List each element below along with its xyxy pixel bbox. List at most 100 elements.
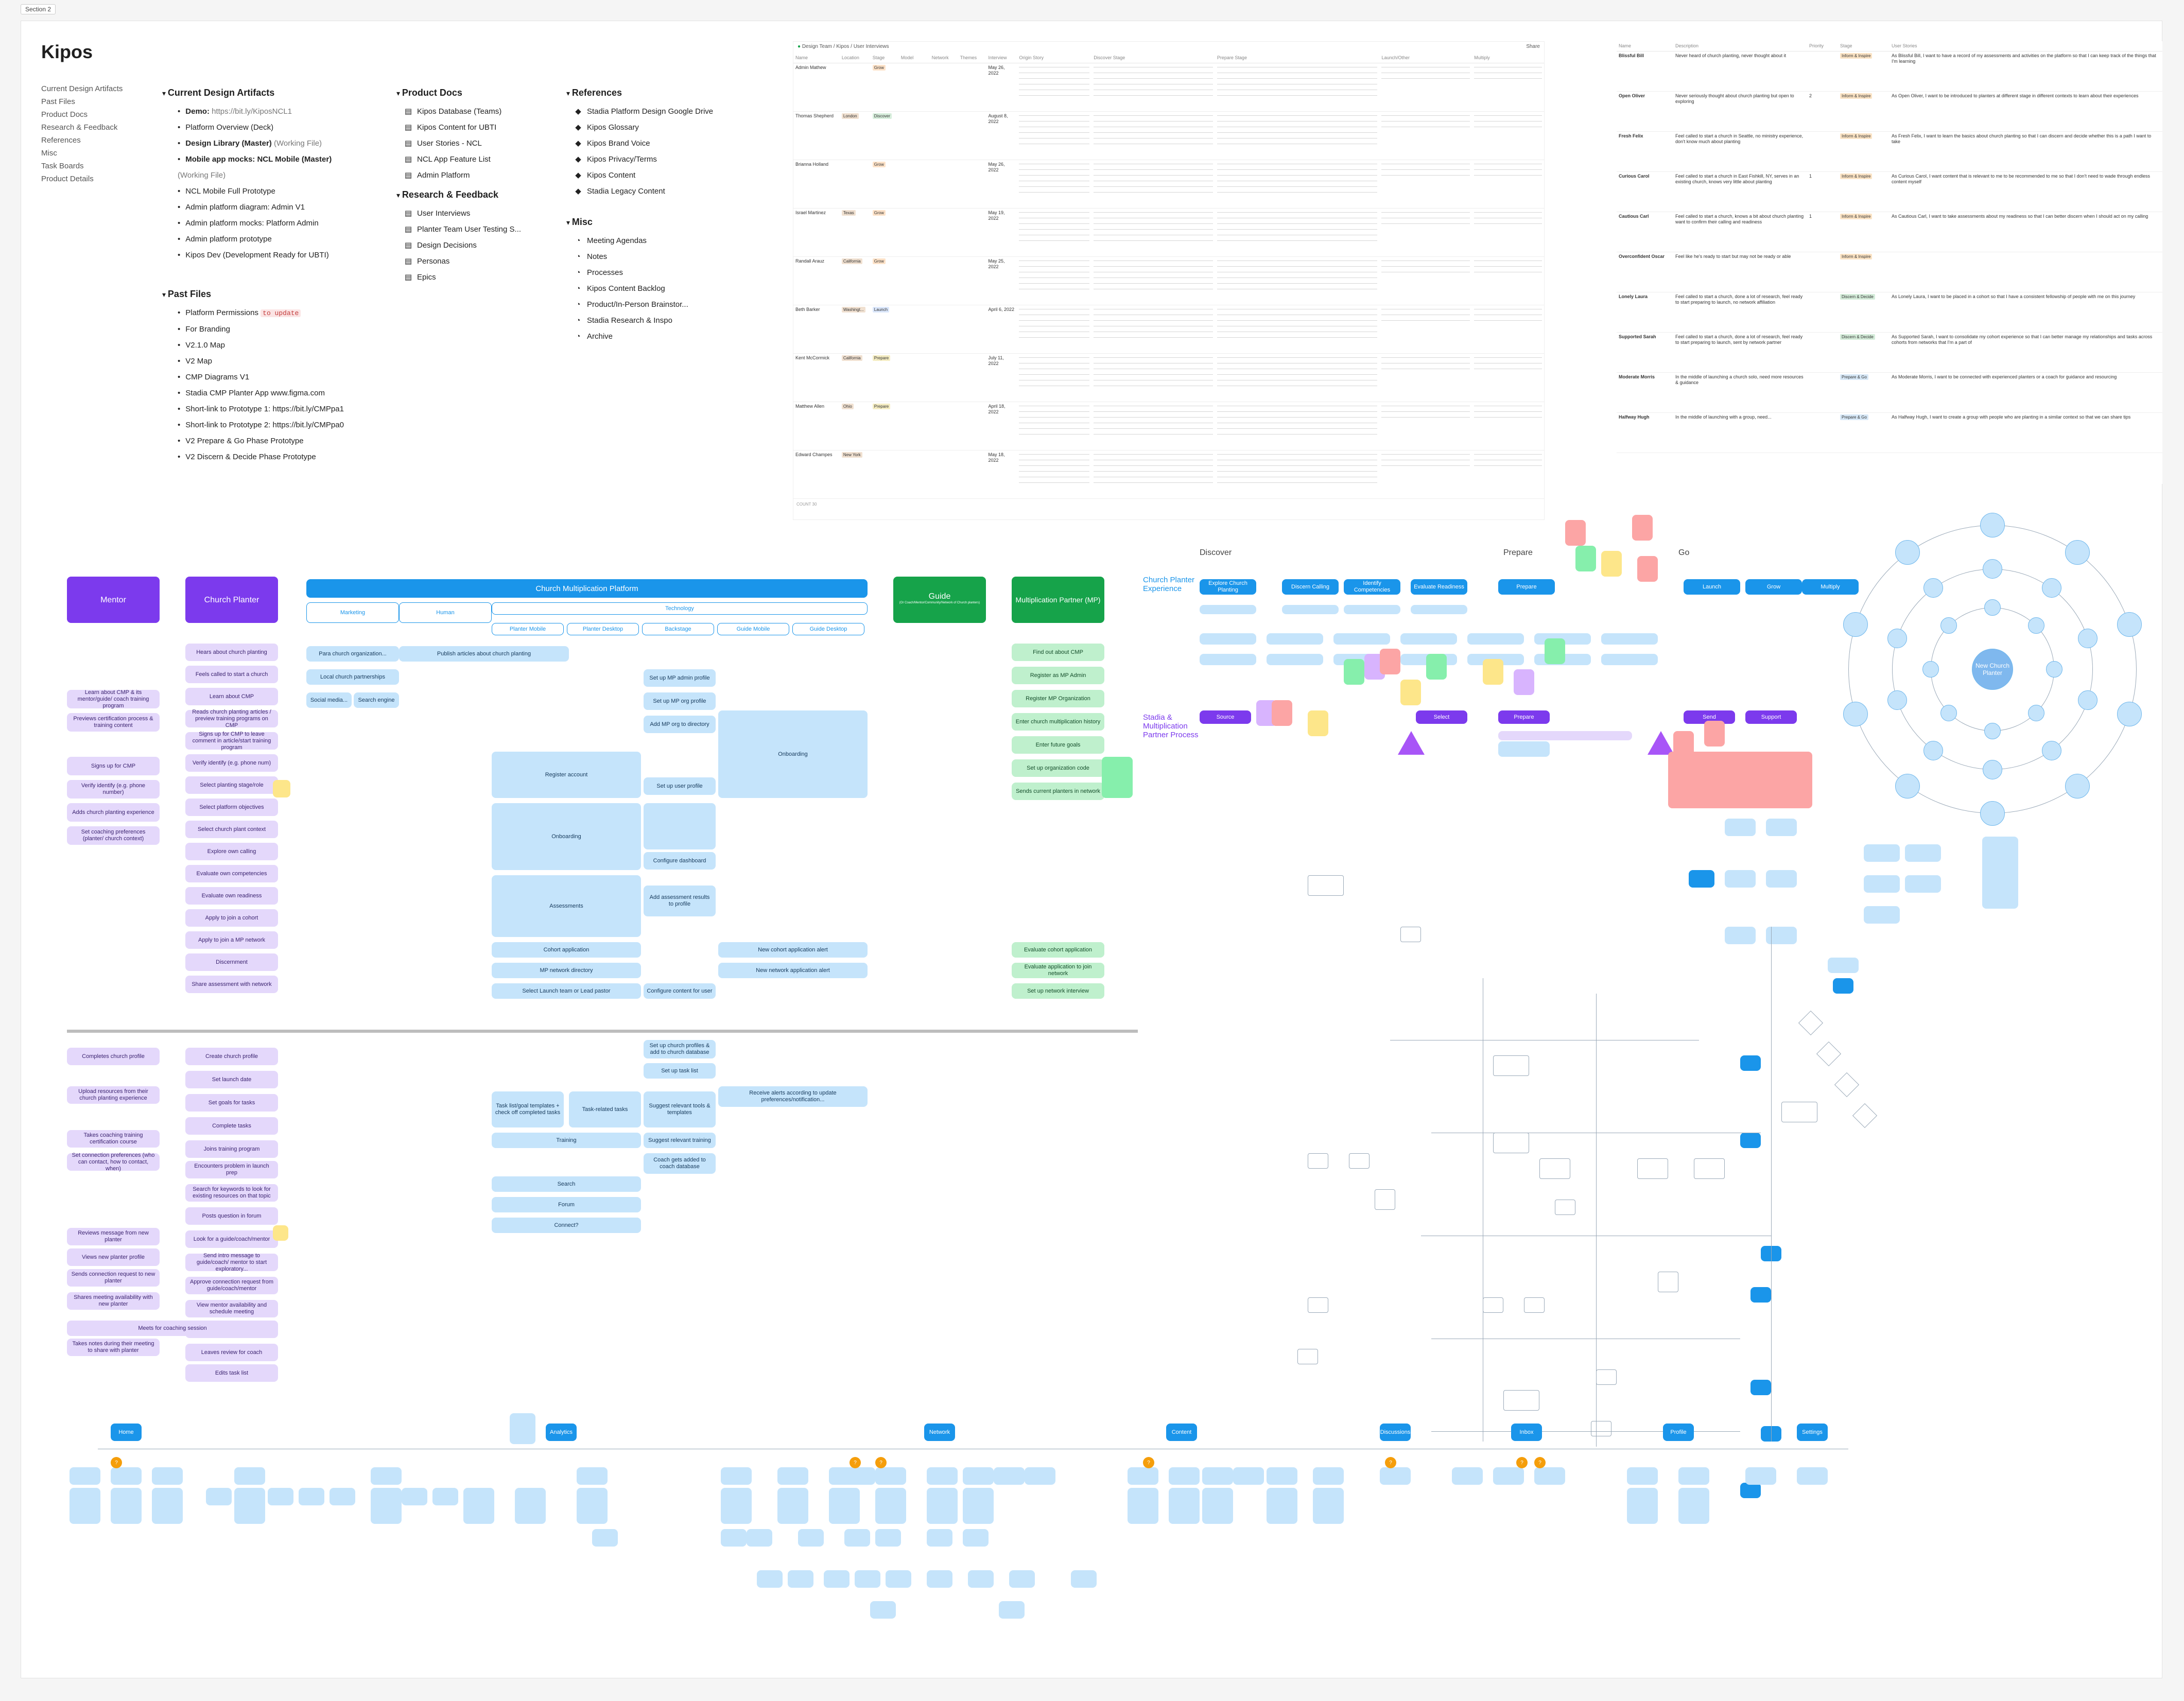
experience-note[interactable] (1267, 654, 1323, 665)
flow-node[interactable] (1828, 958, 1859, 973)
tech-item[interactable]: Select Launch team or Lead pastor (492, 983, 641, 999)
sitemap-node[interactable] (968, 1570, 994, 1588)
artifact-link[interactable]: Admin platform diagram: Admin V1 (162, 199, 358, 215)
sitemap-node[interactable] (152, 1488, 183, 1524)
mp-step[interactable]: Set up network interview (1012, 983, 1104, 999)
flow-node[interactable] (1766, 819, 1797, 836)
flow-node[interactable] (1297, 1349, 1318, 1364)
group-human[interactable]: Human (399, 602, 492, 623)
experience-step[interactable]: Grow (1745, 579, 1802, 595)
flow-node[interactable] (1725, 927, 1756, 944)
ring-node[interactable] (2117, 701, 2142, 726)
sitemap-node[interactable] (1452, 1467, 1483, 1485)
column-header[interactable]: Launch/Other (1381, 55, 1410, 60)
flow-node[interactable] (1555, 1200, 1575, 1215)
flow-node[interactable] (1725, 870, 1756, 888)
experience-step[interactable]: Evaluate Readiness (1411, 579, 1467, 595)
experience-note[interactable] (1200, 633, 1256, 645)
sitemap-root-discussions[interactable]: Discussions (1380, 1424, 1411, 1441)
marketing-item[interactable]: Para church organization... (306, 646, 399, 662)
flow-node[interactable] (1637, 1158, 1668, 1179)
artifact-link[interactable]: NCL Mobile Full Prototype (162, 183, 358, 199)
sitemap-node[interactable] (1128, 1488, 1158, 1524)
actor-mp[interactable]: Multiplication Partner (MP) (1012, 577, 1104, 623)
ring-node[interactable] (2065, 773, 2090, 799)
tech-item[interactable]: MP network directory (492, 963, 641, 978)
sitemap-node[interactable] (234, 1467, 265, 1485)
mp-step[interactable]: Evaluate application to join network (1012, 963, 1104, 978)
flow-node[interactable] (1905, 875, 1941, 893)
flow-node[interactable] (1689, 870, 1714, 888)
mentor-step[interactable]: Sends connection request to new planter (67, 1269, 160, 1287)
sitemap-node[interactable] (777, 1488, 808, 1524)
sitemap-node[interactable] (1267, 1467, 1297, 1485)
flow-node[interactable] (1503, 1390, 1539, 1411)
sticky-note[interactable] (273, 780, 290, 797)
mp-step[interactable]: Set up organization code (1012, 759, 1104, 777)
past-file-link[interactable]: V2 Discern & Decide Phase Prototype (162, 449, 358, 465)
past-file-link[interactable]: Short-link to Prototype 1: https://bit.l… (162, 401, 358, 417)
sticky-note[interactable] (510, 1413, 535, 1444)
ring-node[interactable] (2117, 612, 2142, 637)
toc-link[interactable]: Product Docs (41, 110, 88, 119)
tech-col-header[interactable]: Backstage (642, 623, 714, 635)
tech-col-header[interactable]: Guide Desktop (792, 623, 864, 635)
tech-item[interactable]: Coach gets added to coach database (644, 1153, 716, 1174)
mp-step[interactable]: Sends current planters in network (1012, 783, 1104, 800)
page-link[interactable]: ◆Kipos Privacy/Terms (566, 151, 736, 167)
toc-link[interactable]: Current Design Artifacts (41, 84, 123, 93)
experience-note[interactable] (1282, 605, 1339, 614)
ring-node[interactable] (1983, 559, 2002, 579)
page-link[interactable]: ◔Meeting Agendas (566, 233, 736, 249)
sitemap-root-profile[interactable]: Profile (1663, 1424, 1694, 1441)
sitemap-node[interactable] (721, 1529, 747, 1547)
column-header[interactable]: Name (1619, 43, 1632, 48)
ring-node[interactable] (1980, 513, 2005, 537)
mp-step[interactable]: Enter future goals (1012, 736, 1104, 754)
mentor-step[interactable]: Previews certification process & trainin… (67, 713, 160, 732)
sitemap-node[interactable] (1797, 1467, 1828, 1485)
sitemap-node[interactable] (855, 1570, 880, 1588)
sitemap-node[interactable] (927, 1529, 952, 1547)
section-heading[interactable]: Research & Feedback (396, 189, 566, 200)
sitemap-root-inbox[interactable]: Inbox (1511, 1424, 1542, 1441)
center-node[interactable]: New Church Planter (1972, 649, 2013, 690)
past-file-link[interactable]: V2 Map (162, 353, 358, 369)
sticky-note[interactable] (1668, 752, 1812, 808)
actor-mentor[interactable]: Mentor (67, 577, 160, 623)
experience-note[interactable] (1200, 605, 1256, 614)
sitemap-node[interactable] (963, 1467, 994, 1485)
tech-item[interactable]: Suggest relevant training (644, 1133, 716, 1148)
toc-link[interactable]: Product Details (41, 175, 94, 183)
sitemap-node[interactable] (963, 1488, 994, 1524)
sitemap-node[interactable] (875, 1529, 901, 1547)
page-link[interactable]: ▤Personas (396, 253, 566, 269)
mp-step[interactable]: Find out about CMP (1012, 644, 1104, 661)
planter-step[interactable]: Posts question in forum (185, 1207, 278, 1225)
page-link[interactable]: ▤User Interviews (396, 205, 566, 221)
flow-node[interactable] (1596, 1369, 1617, 1385)
mentor-step[interactable]: Views new planter profile (67, 1248, 160, 1266)
tech-item[interactable]: Training (492, 1133, 641, 1148)
ring-node[interactable] (2078, 628, 2098, 648)
sitemap-node[interactable] (1313, 1488, 1344, 1524)
tech-item[interactable]: Search (492, 1176, 641, 1192)
ring-node[interactable] (1940, 617, 1957, 634)
sitemap-node[interactable] (515, 1488, 546, 1524)
sitemap-node[interactable] (1202, 1488, 1233, 1524)
planter-step[interactable]: Encounters problem in launch prep (185, 1161, 278, 1178)
sitemap-node[interactable] (1128, 1467, 1158, 1485)
sitemap-node[interactable] (1745, 1467, 1776, 1485)
sitemap-node[interactable] (963, 1529, 989, 1547)
planter-step[interactable]: View mentor availability and schedule me… (185, 1300, 278, 1317)
ring-node[interactable] (2046, 661, 2062, 678)
tech-item[interactable]: Set up task list (644, 1063, 716, 1079)
sitemap-root-analytics[interactable]: Analytics (546, 1424, 577, 1441)
flow-node[interactable] (1658, 1272, 1678, 1292)
tech-item[interactable]: Set up MP org profile (644, 692, 716, 710)
tech-item[interactable] (644, 803, 716, 849)
planter-step[interactable]: Evaluate own competencies (185, 865, 278, 882)
sitemap-node[interactable] (994, 1467, 1025, 1485)
